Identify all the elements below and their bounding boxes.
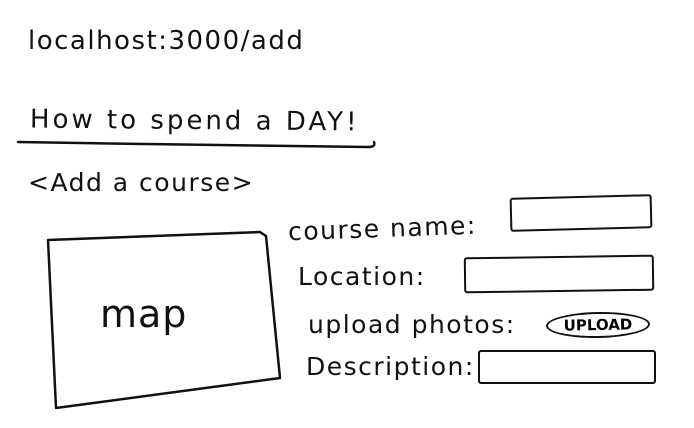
description-label: Description: <box>306 352 475 381</box>
upload-photos-label: upload photos: <box>308 310 516 339</box>
map-label: map <box>100 292 188 336</box>
upload-button[interactable]: UPLOAD <box>545 311 651 339</box>
map-panel[interactable] <box>46 228 286 410</box>
section-subtitle: <Add a course> <box>28 168 255 197</box>
location-label: Location: <box>298 262 426 291</box>
course-name-input[interactable] <box>509 194 653 232</box>
location-input[interactable] <box>463 254 655 294</box>
title-underline <box>16 140 376 149</box>
description-input[interactable] <box>478 350 656 384</box>
url-text: localhost:3000/add <box>28 26 305 56</box>
page-title: How to spend a DAY! <box>29 104 360 138</box>
course-name-label: course name: <box>287 210 478 247</box>
